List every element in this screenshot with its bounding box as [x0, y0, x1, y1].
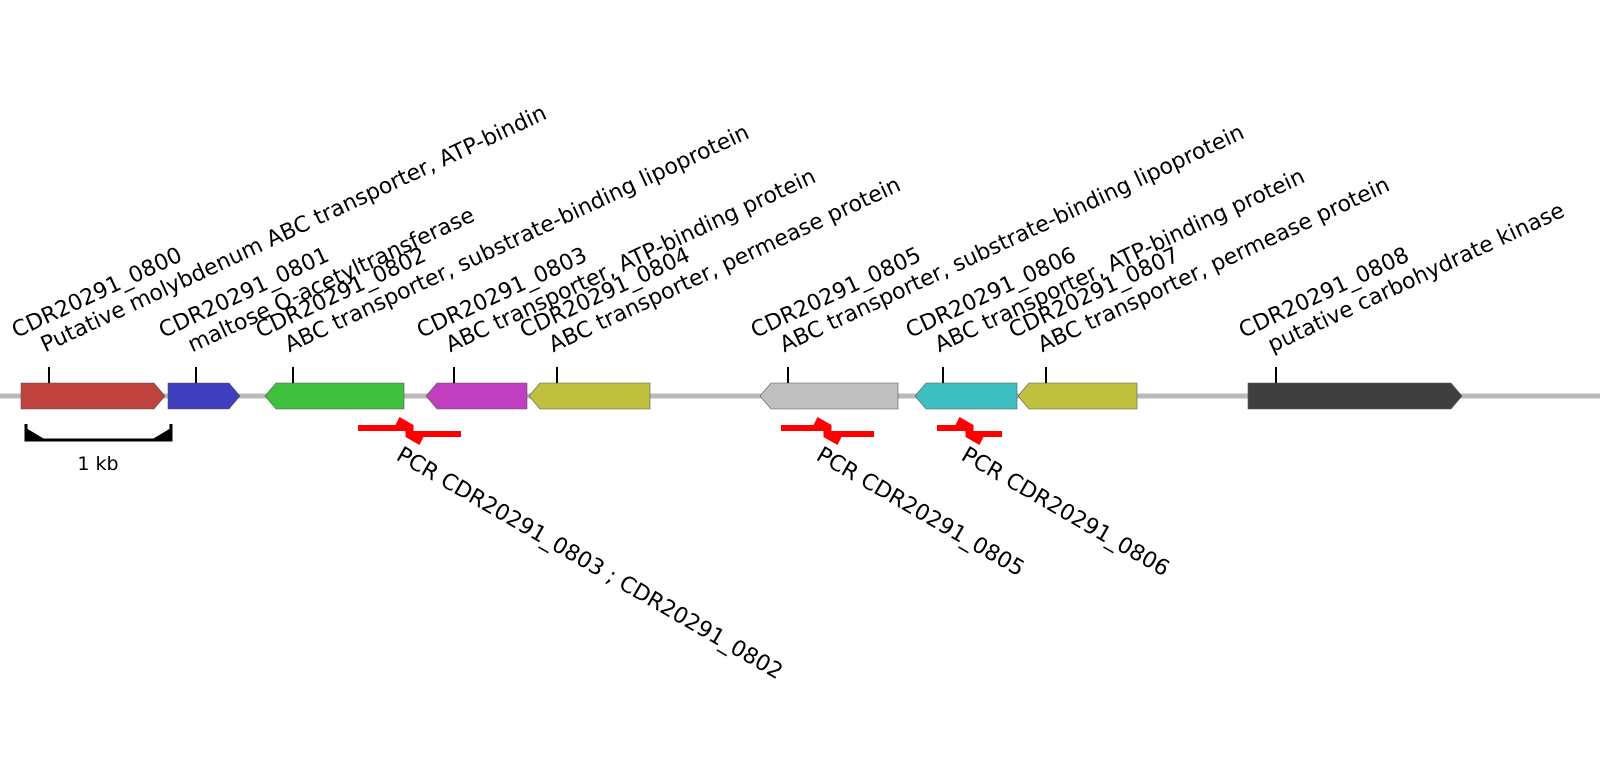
forward-primer-barb [955, 417, 974, 425]
pcr-product: PCR CDR20291_0806 [937, 417, 1173, 582]
scale-bar-right-tick [151, 428, 171, 440]
reverse-primer-barb [823, 437, 842, 445]
pcr-product: PCR CDR20291_0805 [781, 417, 1028, 582]
gene-arrow [1247, 382, 1463, 410]
gene-arrow [167, 382, 241, 410]
gene-CDR20291_0808: CDR20291_0808putative carbohydrate kinas… [1235, 175, 1569, 410]
gene-arrow [1017, 382, 1138, 410]
scale-bar: 1 kb [24, 424, 173, 475]
genes-layer: CDR20291_0800Putative molybdenum ABC tra… [8, 101, 1569, 410]
forward-primer [937, 425, 974, 431]
reverse-primer-barb [405, 437, 424, 445]
pcr-product: PCR CDR20291_0803 ; CDR20291_0802 [358, 417, 787, 685]
forward-primer-barb [395, 417, 414, 425]
forward-primer [781, 425, 832, 431]
gene-arrow [20, 382, 166, 410]
scale-bar-left-tick [26, 428, 46, 440]
gene-arrow [425, 382, 528, 410]
reverse-primer-barb [965, 437, 984, 445]
gene-arrow [759, 382, 899, 410]
gene-arrow [914, 382, 1018, 410]
forward-primer [358, 425, 414, 431]
forward-primer-barb [813, 417, 832, 425]
scale-bar-bracket [24, 424, 173, 442]
gene-CDR20291_0800: CDR20291_0800Putative molybdenum ABC tra… [8, 101, 551, 410]
reverse-primer [965, 431, 1002, 437]
reverse-primer [405, 431, 461, 437]
pcr-label: PCR CDR20291_0803 ; CDR20291_0802 [392, 443, 787, 685]
scale-bar-label: 1 kb [77, 453, 118, 475]
gene-arrow [528, 382, 651, 410]
gene-label: CDR20291_0808putative carbohydrate kinas… [1235, 175, 1568, 366]
reverse-primer [823, 431, 874, 437]
gene-arrow [264, 382, 405, 410]
